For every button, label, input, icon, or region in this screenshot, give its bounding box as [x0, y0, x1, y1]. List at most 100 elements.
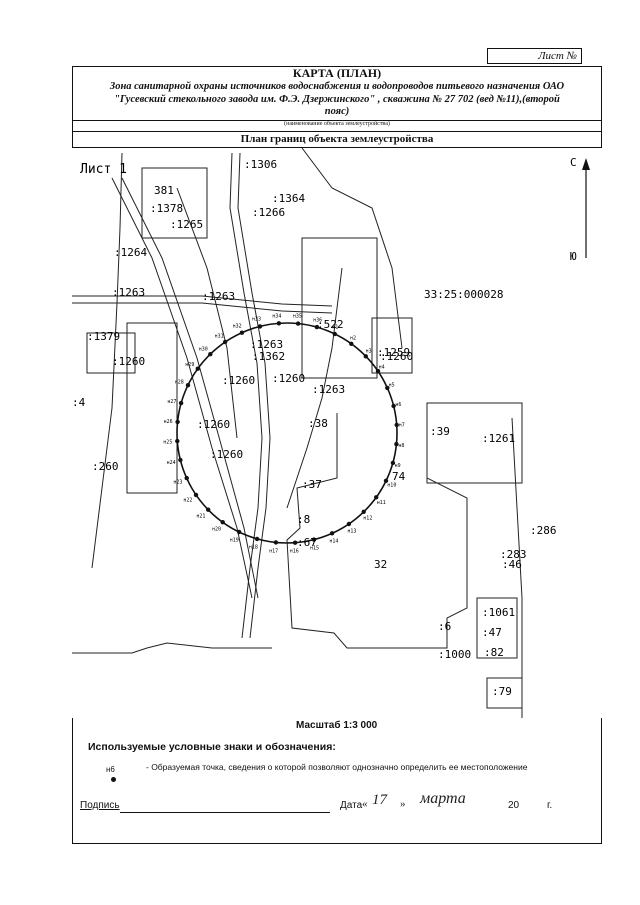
boundary-point-label: н35	[293, 314, 302, 320]
factory-outline	[286, 413, 468, 649]
railway-line-1	[229, 152, 263, 639]
map-linework	[72, 148, 523, 718]
parcel-label: 74	[392, 470, 406, 483]
signature-label: Подпись	[80, 800, 120, 811]
parcel-label: :47	[482, 626, 502, 639]
building-5	[371, 317, 413, 374]
date-year: 20	[508, 800, 520, 811]
date-label: Дата	[340, 800, 363, 811]
parcel-label: :6	[438, 620, 451, 633]
document-title: КАРТА (ПЛАН)	[292, 66, 382, 80]
parcel-label: :1265	[170, 218, 203, 231]
track-crossing-1	[72, 295, 333, 307]
date-day: 17	[372, 792, 387, 808]
boundary-point-label: н15	[310, 545, 319, 551]
parcel-label: :283	[500, 548, 527, 561]
parcel-label: :1260	[272, 372, 305, 385]
boundary-point	[314, 324, 320, 330]
track-crossing-2	[72, 302, 333, 314]
boundary-point-label: н28	[175, 380, 184, 386]
parcel-label: 381	[154, 184, 174, 197]
boundary-point-label: н3	[366, 349, 372, 355]
east-edge	[511, 417, 523, 718]
parcel-label: :1260	[222, 374, 255, 387]
boundary-point-label: н12	[363, 516, 372, 522]
sanitary-zone-boundary	[176, 322, 398, 544]
boundary-point-label: н25	[163, 440, 172, 446]
boundary-point	[178, 400, 184, 406]
boundary-point	[237, 529, 242, 535]
boundary-point-label: н11	[377, 500, 386, 506]
parcel-label: :1263	[312, 383, 345, 396]
building-7	[476, 597, 518, 659]
parcel-label: :1263	[250, 338, 283, 351]
plan-rule-top	[72, 131, 602, 133]
boundary-point-label: н34	[272, 313, 281, 319]
map-scale: Масштаб 1:3 000	[296, 720, 378, 731]
date-month: марта	[420, 790, 466, 807]
south-label: Ю	[570, 250, 577, 263]
parcel-label: :1306	[244, 158, 277, 171]
boundary-point-label: н27	[167, 399, 176, 405]
parcel-label: :1364	[272, 192, 305, 205]
north-arrow: С Ю	[570, 156, 590, 263]
parcel-label: :79	[492, 685, 512, 698]
boundary-point	[257, 324, 263, 329]
boundary-point	[385, 385, 390, 391]
boundary-point-label: н36	[313, 317, 322, 323]
parcel-label: :1266	[252, 206, 285, 219]
boundary-point-label: н16	[290, 549, 299, 555]
boundary-point	[363, 354, 368, 359]
parcel-label: :1260	[112, 355, 145, 368]
boundary-point	[254, 536, 260, 542]
boundary-point-label: н33	[252, 317, 261, 323]
railway-line-4	[121, 177, 259, 599]
boundary-point	[178, 457, 183, 463]
parcel-label: 33:25:000028	[424, 288, 503, 301]
boundary-point-label: н13	[347, 529, 356, 535]
plan-rule-bottom	[72, 147, 602, 149]
parcel-label: :1263	[112, 286, 145, 299]
parcel-label: :1264	[114, 246, 147, 259]
boundary-point	[390, 460, 396, 466]
parcel-label: :1260	[197, 418, 230, 431]
road-line	[91, 152, 123, 569]
boundary-point	[361, 509, 366, 514]
boundary-point-label: н18	[249, 545, 258, 551]
building-1	[141, 167, 208, 239]
boundary-map: н1н2н3н4н5н6н7н8н9н10н11н12н13н14н15н16н…	[72, 148, 602, 718]
parcel-label: :37	[302, 478, 322, 491]
parcel-label: :1362	[252, 350, 285, 363]
parcel-label: :1261	[482, 432, 515, 445]
boundary-point	[292, 540, 298, 545]
railway-line-3	[111, 177, 253, 599]
boundary-point	[276, 321, 282, 326]
legend-point-label: н6	[106, 765, 115, 774]
parcel-label: :82	[484, 646, 504, 659]
sheet-number-box: Лист №	[487, 48, 582, 64]
boundary-point-label: н17	[269, 548, 278, 554]
caption-rule	[72, 120, 602, 122]
boundary-point-label: н31	[215, 333, 224, 339]
building-4	[301, 237, 378, 379]
boundary-point	[394, 422, 399, 428]
railway-line-2	[237, 152, 271, 639]
north-arrow-head	[582, 158, 590, 170]
parcel-label: :39	[430, 425, 450, 438]
boundary-point	[311, 537, 317, 542]
boundary-point-label: н5	[389, 383, 395, 389]
north-road	[301, 148, 403, 349]
parcel-label: :8	[297, 513, 310, 526]
boundary-point-label: н10	[387, 482, 396, 488]
boundary-point	[206, 507, 211, 512]
boundary-point	[332, 331, 337, 337]
boundary-point-label: н8	[398, 443, 404, 449]
document-subtitle: Зона санитарной охраны источников водосн…	[84, 81, 590, 119]
boundary-point	[374, 495, 379, 500]
boundary-point	[175, 438, 180, 444]
date-quote-open: «	[362, 798, 368, 810]
boundary-point-label: н4	[379, 365, 385, 371]
boundary-point-label: н6	[395, 402, 401, 408]
boundary-point	[208, 352, 213, 357]
parcel-label: :286	[530, 524, 557, 537]
